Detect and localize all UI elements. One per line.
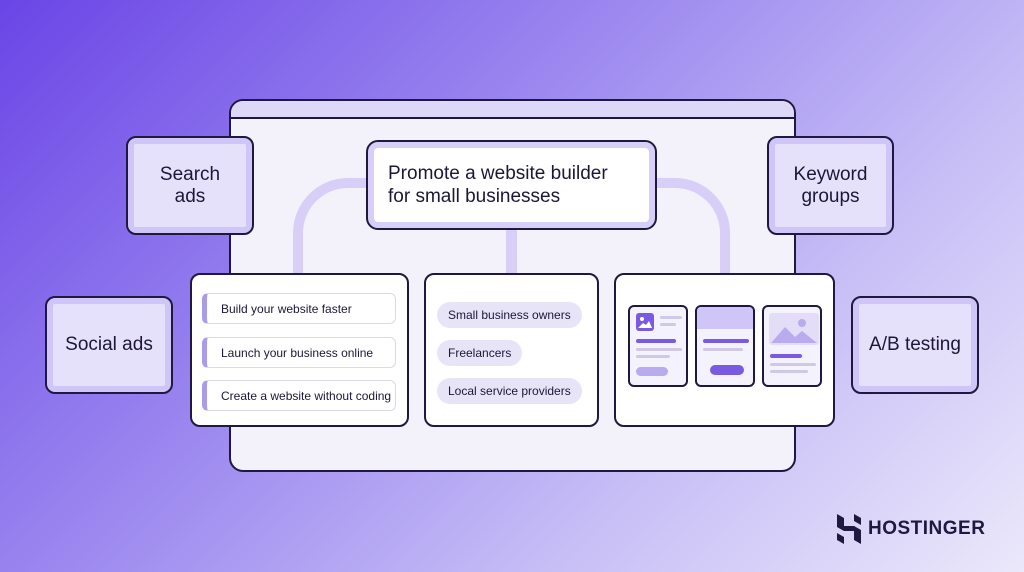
text-line bbox=[660, 316, 682, 319]
headline-item: Create a website without coding bbox=[202, 380, 396, 411]
text-line bbox=[770, 363, 816, 366]
search-ads-line-2: ads bbox=[174, 185, 206, 207]
brand-name: HOSTINGER bbox=[868, 518, 986, 539]
audience-text: Local service providers bbox=[448, 384, 571, 398]
text-line bbox=[703, 348, 743, 351]
headline-text: Build your website faster bbox=[221, 301, 352, 316]
search-ads-line-1: Search bbox=[159, 163, 221, 185]
keyword-groups-line-1: Keyword bbox=[793, 163, 868, 185]
audience-tag: Local service providers bbox=[437, 378, 582, 404]
goal-line-1: Promote a website builder bbox=[388, 163, 608, 184]
text-line bbox=[770, 370, 808, 373]
window-title-bar bbox=[231, 101, 794, 119]
headline-item: Build your website faster bbox=[202, 293, 396, 324]
text-line bbox=[636, 348, 682, 351]
keyword-groups-line-2: groups bbox=[801, 185, 860, 207]
text-line bbox=[703, 339, 749, 343]
text-line bbox=[636, 339, 676, 343]
audience-text: Freelancers bbox=[448, 346, 512, 360]
image-icon bbox=[636, 313, 654, 331]
headline-text: Create a website without coding bbox=[221, 388, 392, 403]
keyword-groups-tile: Keyword groups bbox=[767, 136, 894, 235]
connector-left bbox=[293, 178, 393, 288]
cta-bar bbox=[710, 365, 744, 375]
image-icon bbox=[769, 313, 819, 345]
headlines-card: Build your website faster Launch your bu… bbox=[190, 273, 409, 427]
text-line bbox=[636, 355, 670, 358]
ad-layout-thumbnail bbox=[695, 305, 755, 387]
campaign-goal-box: Promote a website builder for small busi… bbox=[366, 140, 657, 230]
social-ads-tile: Social ads bbox=[45, 296, 173, 394]
audience-text: Small business owners bbox=[448, 308, 571, 322]
audience-tag: Small business owners bbox=[437, 302, 582, 328]
text-line bbox=[660, 323, 676, 326]
audience-card: Small business owners Freelancers Local … bbox=[424, 273, 599, 427]
ab-testing-tile: A/B testing bbox=[851, 296, 979, 394]
headline-text: Launch your business online bbox=[221, 345, 374, 360]
ab-testing-label: A/B testing bbox=[869, 334, 961, 355]
hostinger-h-icon bbox=[837, 514, 861, 544]
headline-item: Launch your business online bbox=[202, 337, 396, 368]
hostinger-logo: HOSTINGER bbox=[836, 514, 1006, 546]
search-ads-tile: Search ads bbox=[126, 136, 254, 235]
ad-layout-thumbnail bbox=[628, 305, 688, 387]
ad-layout-thumbnail bbox=[762, 305, 822, 387]
connector-center bbox=[506, 226, 517, 276]
connector-right bbox=[630, 178, 730, 288]
social-ads-label: Social ads bbox=[65, 334, 153, 355]
audience-tag: Freelancers bbox=[437, 340, 523, 366]
text-line bbox=[770, 354, 802, 358]
goal-line-2: for small businesses bbox=[388, 186, 561, 207]
hero-banner bbox=[697, 307, 753, 329]
cta-bar bbox=[636, 367, 668, 376]
ad-layouts-card bbox=[614, 273, 835, 427]
